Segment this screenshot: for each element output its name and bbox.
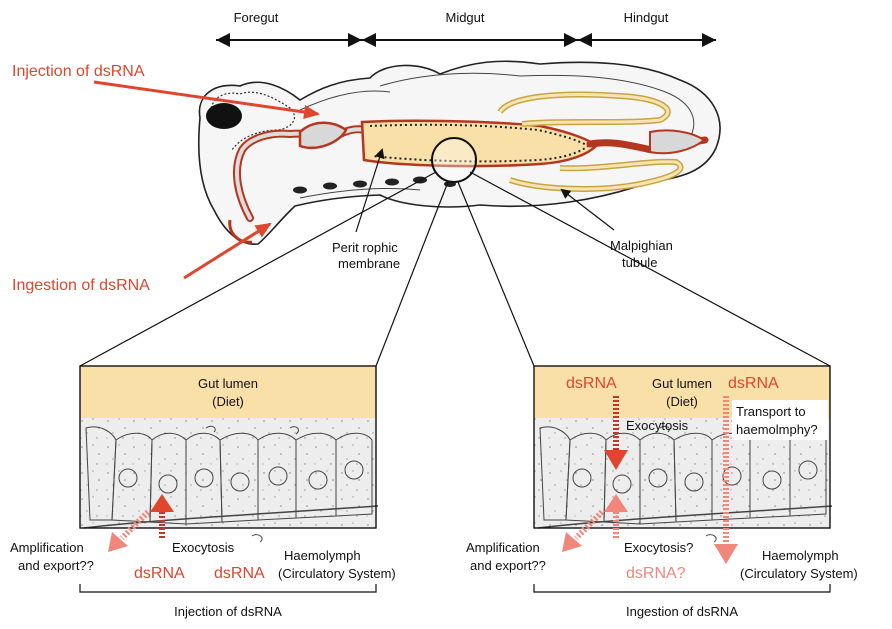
right-transport-line1: Transport to	[736, 404, 806, 419]
right-panel-ingestion: Gut lumen (Diet) dsRNA dsRNA Exocytosis …	[466, 366, 858, 619]
left-gut-lumen-band	[80, 366, 376, 418]
left-caption-bracket	[80, 584, 376, 592]
gut-region-header: Foregut Midgut Hindgut	[216, 10, 716, 47]
right-panel-caption: Ingestion of dsRNA	[626, 604, 738, 619]
right-dsrna-right-label: dsRNA	[728, 375, 779, 392]
zoom-circle	[432, 138, 476, 182]
left-amplification-line1: Amplification	[10, 540, 84, 555]
foregut-label: Foregut	[234, 10, 279, 25]
peritrophic-label-line2: membrane	[338, 256, 400, 271]
hindgut-right-arrowhead	[702, 33, 716, 47]
insect-gut-illustration	[199, 61, 720, 244]
left-dsrna-label-b: dsRNA	[214, 565, 265, 582]
right-transport-arrowhead	[714, 544, 738, 564]
midgut-label: Midgut	[445, 10, 484, 25]
peritrophic-label-line1: Perit rophic	[332, 240, 398, 255]
right-transport-line2: haemolmphy?	[736, 422, 818, 437]
left-exocytosis-label: Exocytosis	[172, 540, 235, 555]
ingestion-label: Ingestion of dsRNA	[12, 277, 150, 294]
right-amplification-line2: and export??	[470, 558, 546, 573]
midgut-right-arrowhead	[564, 33, 578, 47]
right-amplification-line1: Amplification	[466, 540, 540, 555]
right-haemolymph-line1: Haemolymph	[762, 548, 839, 563]
injection-label: Injection of dsRNA	[12, 63, 145, 80]
right-dsrna-q-label: dsRNA?	[626, 565, 686, 582]
brain-ganglion	[206, 103, 242, 129]
right-dsrna-left-label: dsRNA	[566, 375, 617, 392]
left-epithelium	[80, 418, 376, 528]
left-haemolymph-line2: (Circulatory System)	[278, 566, 396, 581]
right-haemolymph-line2: (Circulatory System)	[740, 566, 858, 581]
left-panel-caption: Injection of dsRNA	[174, 604, 282, 619]
left-haemolymph-line1: Haemolymph	[284, 548, 361, 563]
left-panel-injection: Gut lumen (Diet) Exocytosis Amplificatio…	[10, 366, 396, 619]
left-lumen-label-line1: Gut lumen	[198, 376, 258, 391]
right-lumen-label-line2: (Diet)	[666, 394, 698, 409]
right-exocytosis-label: Exocytosis	[626, 418, 689, 433]
left-dsrna-label-a: dsRNA	[134, 565, 185, 582]
hindgut-label: Hindgut	[624, 10, 669, 25]
right-caption-bracket	[534, 584, 830, 592]
hindgut-left-arrowhead	[578, 33, 592, 47]
right-exocytosis-q-label: Exocytosis?	[624, 540, 693, 555]
left-lumen-label-line2: (Diet)	[212, 394, 244, 409]
malpighian-label-line1: Malpighian	[610, 238, 673, 253]
malpighian-label-line2: tubule	[622, 255, 657, 270]
foregut-right-arrowhead	[348, 33, 362, 47]
right-lumen-label-line1: Gut lumen	[652, 376, 712, 391]
midgut-left-arrowhead	[362, 33, 376, 47]
left-amplification-line2: and export??	[18, 558, 94, 573]
foregut-left-arrowhead	[216, 33, 230, 47]
